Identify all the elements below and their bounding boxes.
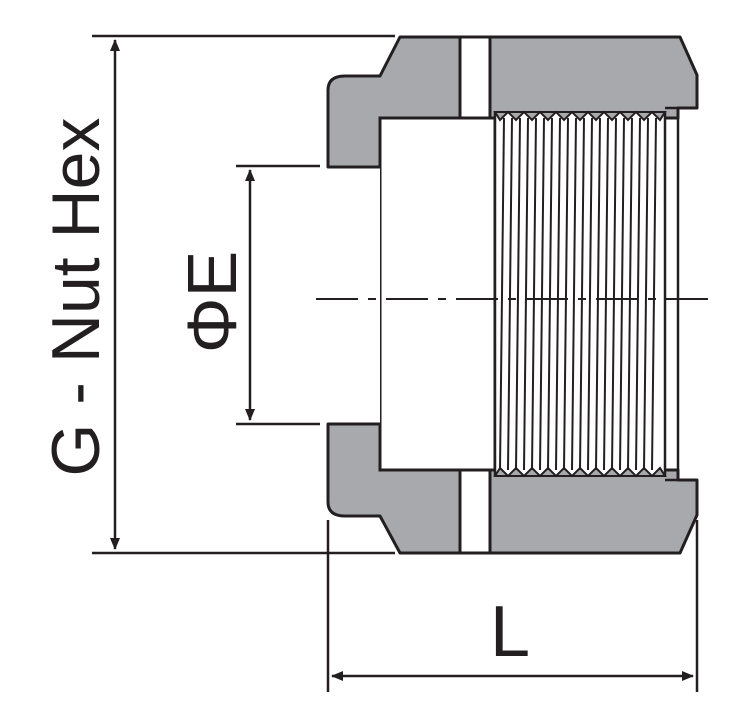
- thread-line: [571, 117, 577, 471]
- thread-line: [507, 117, 513, 471]
- thread-line: [579, 117, 585, 471]
- thread-line: [515, 117, 521, 471]
- thread-line: [635, 117, 641, 471]
- thread-line: [603, 117, 609, 471]
- thread-line: [587, 117, 593, 471]
- hex-dimension: [92, 34, 395, 555]
- thread-profile-bottom: [493, 466, 667, 478]
- thread-line: [643, 117, 649, 471]
- diameter-dimension-label: ΦE: [173, 251, 251, 354]
- thread-lines: [499, 117, 657, 471]
- thread-line: [595, 117, 601, 471]
- thread-line: [539, 117, 545, 471]
- hex-dimension-label: G - Nut Hex: [38, 118, 114, 477]
- bore-plain: [378, 116, 497, 472]
- thread-line: [619, 117, 625, 471]
- thread-line: [499, 117, 505, 471]
- thread-line: [531, 117, 537, 471]
- thread-line: [611, 117, 617, 471]
- hex-flat-band: [458, 35, 492, 555]
- bore: [378, 106, 697, 482]
- length-dimension-label: L: [490, 592, 530, 672]
- thread-line: [523, 117, 529, 471]
- thread-profile-top: [493, 110, 667, 122]
- thread-line: [651, 117, 657, 471]
- length-dimension: [326, 520, 699, 692]
- port-opening: [328, 167, 380, 424]
- thread-line: [555, 117, 561, 471]
- diameter-dimension: [236, 164, 320, 426]
- thread-line: [547, 117, 553, 471]
- thread-line: [563, 117, 569, 471]
- thread-line: [627, 117, 633, 471]
